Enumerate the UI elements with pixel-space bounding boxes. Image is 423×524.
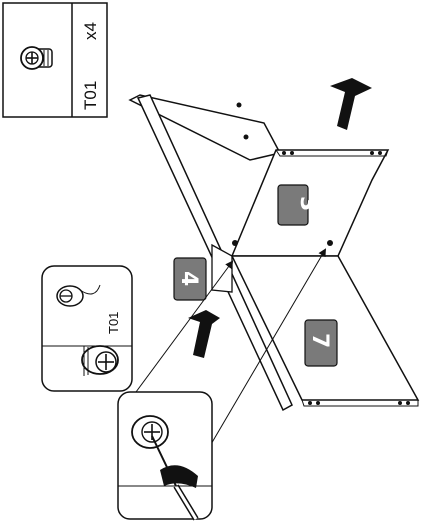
panel-4: 4 xyxy=(174,245,232,300)
screwdriver-callout xyxy=(118,392,212,519)
cam-lock-fitting-icon xyxy=(21,47,52,69)
panel-4-number: 4 xyxy=(176,271,201,286)
parts-box: T01 x4 xyxy=(3,3,107,117)
parts-box-code: T01 xyxy=(81,81,100,110)
panel-7: 7 xyxy=(232,256,418,406)
parts-box-quantity: x4 xyxy=(81,22,100,40)
panel-3-number: 3 xyxy=(295,196,320,211)
callout-part-code: T01 xyxy=(106,312,121,334)
panel-7-number: 7 xyxy=(307,333,332,348)
push-arrow-icon-lower xyxy=(188,310,220,358)
push-arrow-icon xyxy=(330,78,372,130)
cam-lock-detail-callout: T01 xyxy=(42,266,132,391)
panel-3: 3 xyxy=(232,150,388,256)
